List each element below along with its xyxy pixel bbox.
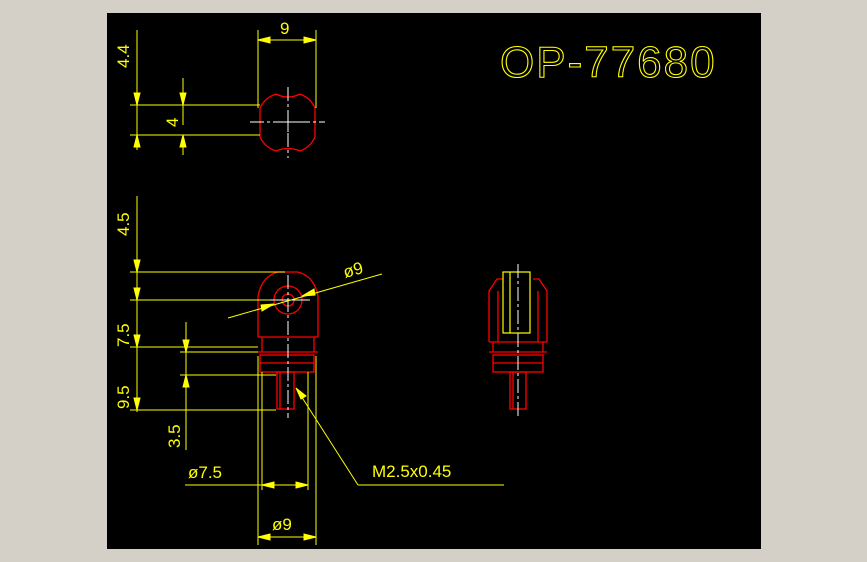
front-view-dimensions: [130, 196, 504, 545]
top-view-centerlines: [250, 87, 325, 158]
dim-body-height: 7.5: [114, 323, 133, 347]
top-view-dimensions: [130, 30, 317, 155]
side-view: [488, 264, 548, 418]
side-view-slot: [502, 271, 531, 334]
dim-stud-length: 3.5: [165, 424, 184, 448]
dim-top-height-outer: 4.4: [114, 44, 133, 68]
drawing-title: OP-77680: [500, 38, 717, 87]
dim-thread: M2.5x0.45: [372, 462, 451, 481]
cad-drawing-canvas: OP-77680: [107, 13, 761, 549]
drawing-sheet: OP-77680: [114, 19, 717, 545]
front-view-centerlines: [266, 275, 310, 418]
front-view: 4.5 ø9 7.5 9.5 3.5 ø7.5 ø9 M2.5x0.45: [114, 196, 504, 545]
dim-collar-height: 9.5: [114, 385, 133, 409]
dim-top-height-inner: 4: [163, 118, 182, 127]
dim-base-diameter: ø9: [272, 515, 292, 534]
dim-side-head-height: 4.5: [114, 212, 133, 236]
dim-head-diameter: ø9: [341, 258, 365, 281]
dim-collar-diameter: ø7.5: [188, 463, 222, 482]
top-view: 9 4.4 4: [114, 19, 325, 158]
dim-top-width: 9: [280, 19, 289, 38]
